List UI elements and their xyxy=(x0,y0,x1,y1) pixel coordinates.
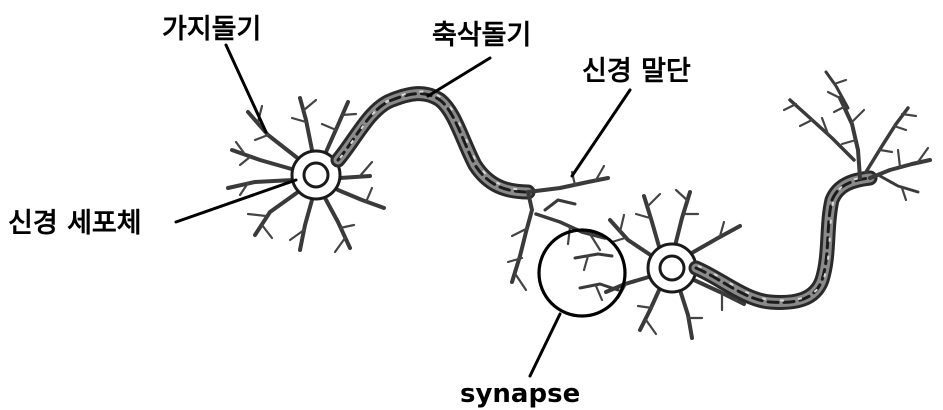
neuron-right xyxy=(606,190,748,338)
label-axon: 축삭돌기 xyxy=(432,20,531,51)
nucleus-left xyxy=(304,163,328,187)
pointer-axon xyxy=(428,58,490,96)
axon-right xyxy=(696,176,870,302)
pointer-dendrite xyxy=(226,45,266,132)
pointer-synapse xyxy=(530,314,560,376)
label-dendrite: 가지돌기 xyxy=(162,14,261,45)
nucleus-right xyxy=(660,256,684,280)
label-axon-terminal: 신경 말단 xyxy=(582,56,691,87)
pointer-axon-terminal xyxy=(572,90,630,176)
synapse-highlight-circle xyxy=(539,230,625,316)
label-cell-body: 신경 세포체 xyxy=(8,208,142,239)
label-synapse: synapse xyxy=(460,379,580,409)
